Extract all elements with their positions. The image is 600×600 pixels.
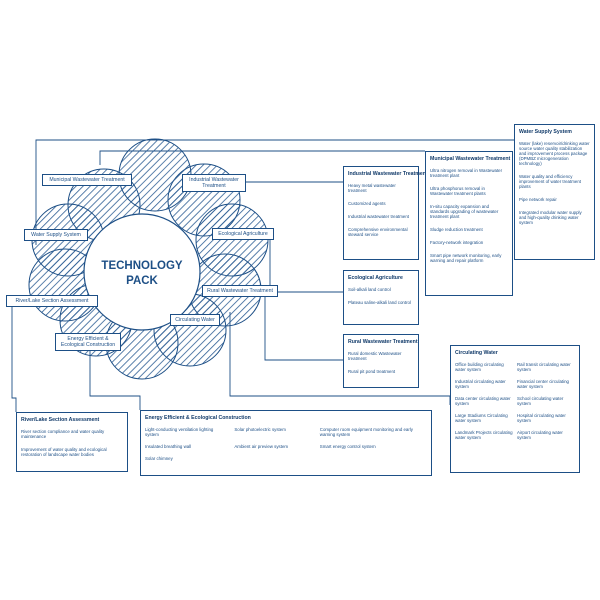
list-item: Water quality and efficiency improvement…: [519, 174, 581, 189]
panel-title: Circulating Water: [455, 350, 498, 356]
node-ecological-agriculture[interactable]: Ecological Agriculture: [212, 228, 274, 240]
panel-rural-wastewater: Rural Wastewater Treatment Rural domesti…: [343, 334, 419, 388]
list-item: Airport circulating water system: [517, 430, 563, 440]
list-item: Light-conducting ventilation lighting sy…: [145, 427, 214, 437]
panel-title: Water Supply System: [519, 129, 572, 135]
list-item: Ultra phosphorus removal in Wastewater t…: [430, 186, 486, 196]
panel-river-lake-assessment: River/Lake Section Assessment River sect…: [16, 412, 128, 472]
node-rural-wastewater[interactable]: Rural Wastewater Treatment: [202, 285, 278, 297]
list-item: Smart pipe network monitoring, early war…: [430, 253, 502, 263]
panel-title: Industrial Wastewater Treatment: [348, 171, 428, 177]
list-item: In-situ capacity expansion and standards…: [430, 204, 499, 219]
list-item: Industrial wastewater treatment: [348, 214, 410, 219]
list-item: Improvement of water quality and ecologi…: [21, 447, 107, 457]
list-item: Insulated breathing wall: [145, 444, 192, 449]
panel-municipal-wastewater: Municipal Wastewater Treatment Ultra nit…: [425, 151, 513, 296]
list-item: Plateau saline-alkali land control: [348, 300, 411, 305]
list-item: Ambient air preview system: [234, 444, 289, 449]
connector-lines: [11, 139, 516, 412]
list-item: Rural domestic Wastewater treatment: [348, 351, 402, 361]
list-item: Integrated modular water supply and high…: [519, 210, 582, 225]
technology-pack-title: TECHNOLOGY PACK: [96, 259, 188, 289]
list-item: Office building circulating water system: [455, 362, 504, 372]
list-item: Soil-alkali land control: [348, 287, 391, 292]
list-item: Computer room equipment monitoring and e…: [319, 427, 414, 437]
list-item: Customized agents: [348, 201, 386, 206]
node-industrial-wastewater[interactable]: Industrial Wastewater Treatment: [182, 174, 246, 192]
panel-title: Municipal Wastewater Treatment: [430, 156, 511, 162]
list-item: Comprehensive environmental steward serv…: [348, 227, 408, 237]
panel-industrial-wastewater: Industrial Wastewater Treatment Heavy me…: [343, 166, 428, 260]
list-item: Solar chimney: [145, 456, 173, 461]
list-item: Large Stadiums Circulating water system: [455, 413, 508, 423]
node-circulating-water[interactable]: Circulating Water: [170, 314, 220, 326]
list-item: Rail transit circulating water system: [517, 362, 571, 372]
center-title-line2: PACK: [126, 275, 158, 287]
list-item: Factory-network integration: [430, 240, 484, 245]
list-item: Landmark Projects circulating water syst…: [455, 430, 513, 440]
list-item: Pipe network repair: [519, 197, 557, 202]
list-item: River section compliance and water quali…: [21, 429, 105, 439]
list-item: Smart energy control system: [319, 444, 376, 449]
panel-water-supply: Water Supply System Water (lake) reservo…: [514, 124, 595, 260]
list-item: Industrial circulating water system: [455, 379, 506, 389]
list-item: Financial center circulating water syste…: [517, 379, 569, 389]
node-energy-construction[interactable]: Energy Efficient & Ecological Constructi…: [55, 333, 121, 351]
center-disc: [83, 213, 201, 331]
list-item: Data center circulating water system: [455, 396, 511, 406]
list-item: Ultra nitrogen removal in Wastewater tre…: [430, 168, 503, 178]
panel-title: Ecological Agriculture: [348, 275, 403, 281]
panel-ecological-agriculture: Ecological Agriculture Soil-alkali land …: [343, 270, 419, 325]
node-municipal-wastewater[interactable]: Municipal Wastewater Treatment: [42, 174, 132, 186]
list-item: Rural pit pond treatment: [348, 369, 396, 374]
list-item: School circulating water system: [517, 396, 564, 406]
panel-title: Energy Efficient & Ecological Constructi…: [145, 415, 251, 421]
list-item: Sludge reduction treatment: [430, 227, 483, 232]
panel-title: Rural Wastewater Treatment: [348, 339, 418, 345]
panel-energy-construction: Energy Efficient & Ecological Constructi…: [140, 410, 432, 476]
center-title-line1: TECHNOLOGY: [101, 260, 183, 272]
list-item: Water (lake) reservoir/drinking water so…: [519, 141, 590, 166]
node-water-supply[interactable]: Water Supply System: [24, 229, 88, 241]
list-item: Solar photoelectric system: [234, 427, 286, 432]
panel-circulating-water: Circulating Water Office building circul…: [450, 345, 580, 473]
list-item: Heavy metal wastewater treatment: [348, 183, 396, 193]
panel-title: River/Lake Section Assessment: [21, 417, 100, 423]
list-item: Hospital circulating water system: [517, 413, 566, 423]
node-river-lake-assessment[interactable]: River/Lake Section Assessment: [6, 295, 98, 307]
